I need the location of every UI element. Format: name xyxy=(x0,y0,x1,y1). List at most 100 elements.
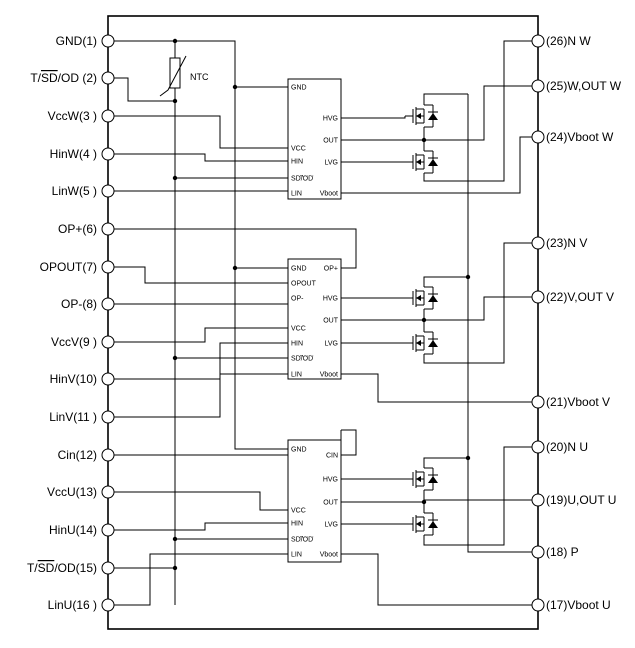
junction-dot xyxy=(172,536,178,542)
pin-label-right: (23)N V xyxy=(546,236,587,250)
pin-label-left: VccU(13) xyxy=(47,485,97,499)
pin-circle xyxy=(101,372,115,386)
pin-circle xyxy=(531,440,545,454)
ic-pin-label: Vboot xyxy=(320,372,338,379)
pin-circle xyxy=(101,109,115,123)
ntc-body xyxy=(169,57,181,89)
hb-top xyxy=(423,457,468,468)
hinv-wire xyxy=(114,342,288,380)
pin-label-right: (26)N W xyxy=(546,34,591,48)
hb-mid xyxy=(341,127,425,141)
gnd-bus xyxy=(114,40,288,450)
ic-pin-label: OP+ xyxy=(324,266,338,273)
mosfet-arrow xyxy=(416,159,421,165)
pin-label-left: HinU(14) xyxy=(49,523,97,537)
outv-wire xyxy=(424,296,532,321)
diode-triangle xyxy=(428,476,438,483)
pin-label-left: HinW(4 ) xyxy=(50,147,97,161)
ic-pin-label: HVG xyxy=(323,296,338,303)
pin-circle xyxy=(531,493,545,507)
ic-pin-label: HVG xyxy=(323,477,338,484)
pin-circle xyxy=(531,290,545,304)
pin-label-right: (24)Vboot W xyxy=(546,130,614,144)
pin-label-right: (21)Vboot V xyxy=(546,395,610,409)
pin-label-left: T/SD/OD (2) xyxy=(30,71,97,85)
mosfet-arrow xyxy=(416,521,421,527)
mosfets xyxy=(405,104,438,536)
tsd2-wire xyxy=(114,77,175,102)
pin-circle xyxy=(531,598,545,612)
pin-label-left: GND(1) xyxy=(56,34,97,48)
ic-pin-label: OUT xyxy=(323,138,339,145)
mosfet-arrow xyxy=(416,340,421,346)
pin-circle xyxy=(531,130,545,144)
pin-label-left: VccW(3 ) xyxy=(48,109,97,123)
hb-mid xyxy=(341,309,425,321)
ic-v xyxy=(287,258,342,380)
ic-pin-label: Vboot xyxy=(320,191,338,198)
ic-pin-label: HIN xyxy=(291,341,303,348)
diode-triangle xyxy=(428,340,438,347)
ic-pin-label: LVG xyxy=(325,341,339,348)
ic-pin-label: HIN xyxy=(291,159,303,166)
pins: GND(1) T/SD/OD (2) VccW(3 ) HinW(4 ) LinW(5 … xyxy=(27,34,622,612)
junction-dots xyxy=(172,38,471,571)
pin-label-overline: SD xyxy=(38,561,55,575)
vccu-wire xyxy=(114,491,288,511)
pin-label-left: LinW(5 ) xyxy=(52,184,97,198)
pin-label-left: T/SD/OD(15) xyxy=(27,561,97,575)
ic-pin-label: LIN xyxy=(291,552,302,559)
junction-dot xyxy=(465,455,471,461)
pin-circle xyxy=(531,545,545,559)
pin-label-right: (19)U,OUT U xyxy=(546,493,616,507)
pin-label-left: LinV(11 ) xyxy=(49,410,97,424)
pin-label-left: OP+(6) xyxy=(58,222,97,236)
pin-circle xyxy=(101,147,115,161)
pin-circle xyxy=(101,335,115,349)
outw-wire xyxy=(424,85,532,141)
ic-pin-label: HIN xyxy=(291,521,303,528)
ntc-thermistor: NTC xyxy=(159,55,209,97)
pin-label-part: /OD(15) xyxy=(54,561,97,575)
mosfet-arrow xyxy=(416,295,421,301)
pin-circle xyxy=(101,523,115,537)
junction-dot xyxy=(172,175,178,181)
junction-dot xyxy=(232,84,238,90)
hb-top xyxy=(423,276,468,287)
vbootw-wire xyxy=(341,136,532,194)
vccw-wire xyxy=(114,115,288,149)
ic-u xyxy=(287,439,342,563)
junction-dot xyxy=(232,265,238,271)
pin-circle xyxy=(531,395,545,409)
vbootv-wire xyxy=(341,373,532,403)
diode-triangle xyxy=(428,521,438,528)
pin-circle xyxy=(101,222,115,236)
diode-triangle xyxy=(428,159,438,166)
p-rail xyxy=(467,94,532,553)
nv-wire xyxy=(424,242,532,364)
pin-label-overline: SD xyxy=(41,71,58,85)
ic-pin-label: LIN xyxy=(291,372,302,379)
pin-label-part: /OD (2) xyxy=(58,71,97,85)
ic-pin-label: VCC xyxy=(291,508,306,515)
module-outline xyxy=(107,15,539,630)
ic-pin-label: HVG xyxy=(323,116,338,123)
pin-circle xyxy=(101,598,115,612)
junction-dot xyxy=(421,499,427,505)
pin-label-left: VccV(9 ) xyxy=(51,335,97,349)
hb-bottom xyxy=(423,535,468,546)
hinw-wire xyxy=(114,153,288,162)
hb-top xyxy=(423,93,468,105)
ic-pin-label: OUT xyxy=(323,500,339,507)
ic-pin-label: SD/OD xyxy=(291,356,313,363)
pin-circle xyxy=(101,561,115,575)
cin-wire xyxy=(114,429,357,456)
ic-pin-label: VCC xyxy=(291,146,306,153)
pin-circle xyxy=(531,79,545,93)
nw-wire xyxy=(424,40,532,182)
ntc-slash xyxy=(159,55,187,97)
hb-mid xyxy=(341,490,425,503)
pin-label-left: OP-(8) xyxy=(61,297,97,311)
pin-label-right: (20)N U xyxy=(546,440,588,454)
ic-pin-label: OPOUT xyxy=(291,281,317,288)
